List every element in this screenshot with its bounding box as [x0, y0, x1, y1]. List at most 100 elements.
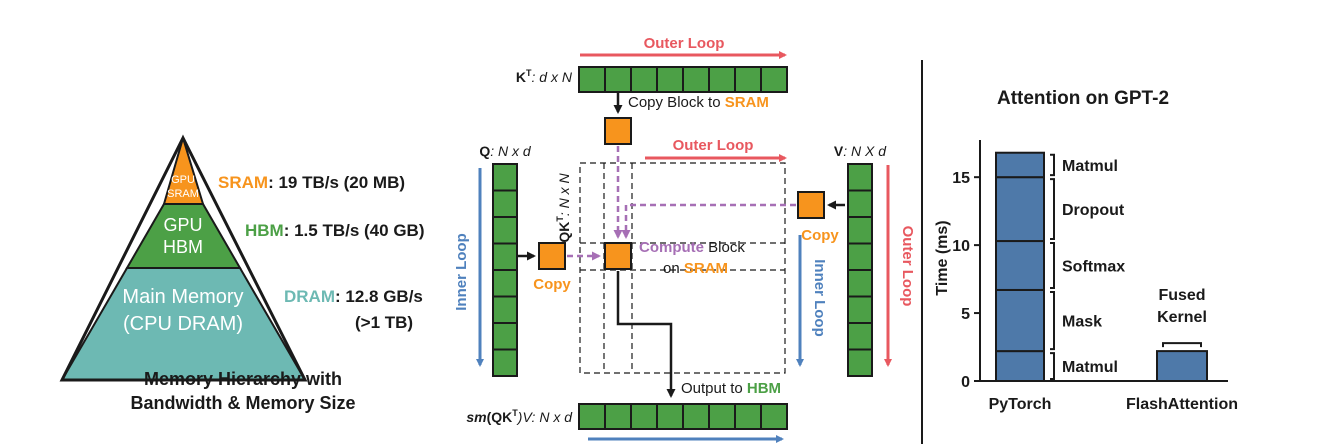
flow-v-to-compute: [621, 203, 796, 239]
bar-segment-mask: [995, 288, 1045, 353]
kt-cell: [682, 66, 710, 93]
output-cell: [630, 403, 658, 430]
chart-y-tick-label: 15: [952, 170, 970, 187]
chart-x-labels: PyTorch FlashAttention: [989, 396, 1238, 413]
memory-hierarchy-panel: GPU SRAM GPU HBM Main Memory (CPU DRAM) …: [59, 134, 424, 413]
compute-block: [604, 242, 632, 270]
v-label: V: N X d: [834, 143, 887, 159]
chart-y-tick-label: 10: [952, 238, 970, 255]
memory-caption-1: Memory Hierarchy with: [144, 369, 342, 389]
dram-spec: DRAM: 12.8 GB/s: [284, 287, 423, 306]
v-sram-block: [797, 191, 825, 219]
segment-bracket: [1050, 352, 1055, 380]
dram-layer-label-1: Main Memory: [122, 286, 243, 308]
dram-layer-label-2: (CPU DRAM): [123, 313, 243, 335]
output-cell: [708, 403, 736, 430]
hbm-layer-label-1: GPU: [163, 215, 202, 235]
chart-title: Attention on GPT-2: [997, 88, 1169, 109]
q-cell: [492, 295, 518, 324]
q-cell: [492, 269, 518, 298]
output-cell: [760, 403, 788, 430]
fused-bracket: [1162, 342, 1202, 348]
q-cell: [492, 348, 518, 377]
chart-ylabel: Time (ms): [934, 220, 951, 295]
q-cell: [492, 216, 518, 245]
fused-label-2: Kernel: [1157, 309, 1207, 326]
chart-x-label: FlashAttention: [1126, 396, 1238, 413]
segment-label: Mask: [1062, 314, 1102, 331]
v-matrix: [847, 163, 873, 377]
q-cell: [492, 242, 518, 271]
segment-bracket: [1050, 153, 1055, 177]
chart-y-tick-label: 0: [961, 374, 970, 391]
outer-loop-mid-label: Outer Loop: [673, 137, 754, 154]
chart-bars: [995, 151, 1208, 383]
kt-cell: [760, 66, 788, 93]
q-sram-block: [538, 242, 566, 270]
outer-loop-right-label: Outer Loop: [899, 226, 916, 307]
sram-layer-label-1: GPU: [171, 174, 195, 186]
compute-label-1: Compute Block: [639, 239, 745, 256]
v-cell: [847, 189, 873, 218]
v-cell: [847, 295, 873, 324]
segment-label: Dropout: [1062, 202, 1125, 219]
outer-loop-top-label: Outer Loop: [644, 35, 725, 52]
chart-y-tick-label: 5: [961, 306, 970, 323]
compute-label-2: on SRAM: [663, 260, 728, 277]
q-label: Q: N x d: [479, 143, 532, 159]
output-cell: [656, 403, 684, 430]
output-cell: [734, 403, 762, 430]
chart-x-label: PyTorch: [989, 396, 1052, 413]
runtime-chart-panel: Attention on GPT-2 Time (ms) 0 5 10 15 Matm…: [934, 88, 1238, 413]
bar-segment-softmax: [995, 240, 1045, 291]
segment-label: Softmax: [1062, 259, 1125, 276]
output-label: Output to HBM: [681, 380, 781, 397]
kt-cell: [604, 66, 632, 93]
copy-left-label: Copy: [533, 276, 571, 293]
segment-label: Matmul: [1062, 158, 1118, 175]
sram-spec: SRAM: 19 TB/s (20 MB): [218, 173, 405, 192]
segment-label: Matmul: [1062, 359, 1118, 376]
bar-segment-matmul: [995, 151, 1045, 179]
kt-sram-block: [604, 117, 632, 145]
q-matrix: [492, 163, 518, 377]
sram-layer-label-2: SRAM: [167, 188, 199, 200]
inner-loop-right-label: Inner Loop: [811, 259, 828, 337]
segment-bracket: [1050, 290, 1055, 351]
copy-block-label: Copy Block to SRAM: [628, 94, 769, 111]
output-cell: [604, 403, 632, 430]
bar-segment-dropout: [995, 176, 1045, 243]
kt-cell: [656, 66, 684, 93]
hbm-spec: HBM: 1.5 TB/s (40 GB): [245, 221, 424, 240]
v-cell: [847, 216, 873, 245]
v-cell: [847, 322, 873, 351]
segment-bracket: [1050, 242, 1055, 289]
kt-cell: [734, 66, 762, 93]
kt-cell: [578, 66, 606, 93]
kt-label: KT: d x N: [516, 68, 573, 85]
output-matrix: [578, 403, 788, 430]
output-cell: [682, 403, 710, 430]
q-cell: [492, 322, 518, 351]
tiling-diagram-panel: Outer Loop KT: d x N Copy Block to SRAM …: [453, 35, 916, 443]
q-cell: [492, 189, 518, 218]
v-cell: [847, 163, 873, 192]
qkt-label: QKT: N x N: [555, 172, 572, 242]
output-cell: [578, 403, 606, 430]
pyramid-sram-layer: [162, 134, 205, 205]
kt-matrix: [578, 66, 788, 93]
fused-label-1: Fused: [1158, 287, 1205, 304]
v-cell: [847, 269, 873, 298]
bar-segment-fused-kernel: [1156, 350, 1208, 383]
bar-segment-matmul: [995, 350, 1045, 383]
segment-bracket: [1050, 178, 1055, 241]
v-cell: [847, 348, 873, 377]
dram-spec-size: (>1 TB): [355, 313, 413, 332]
copy-right-label: Copy: [801, 227, 839, 244]
flow-output: [616, 271, 676, 398]
qkt-region: [579, 162, 786, 374]
output-matrix-label: sm(QKT)V: N x d: [466, 408, 573, 425]
inner-loop-left-label: Inner Loop: [453, 233, 470, 311]
